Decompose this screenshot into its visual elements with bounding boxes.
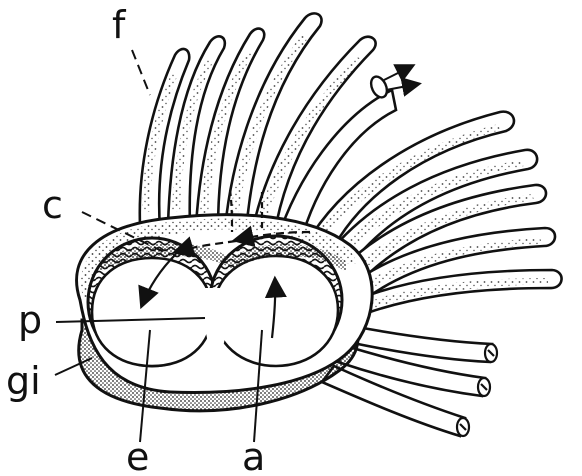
leader-f: [132, 50, 150, 95]
label-a: a: [242, 435, 265, 476]
label-e: e: [126, 435, 149, 476]
label-p: p: [18, 298, 42, 342]
outflow-arrow: [384, 66, 418, 90]
label-gi: gi: [6, 359, 41, 403]
label-c: c: [42, 183, 63, 227]
label-f: f: [112, 3, 127, 47]
